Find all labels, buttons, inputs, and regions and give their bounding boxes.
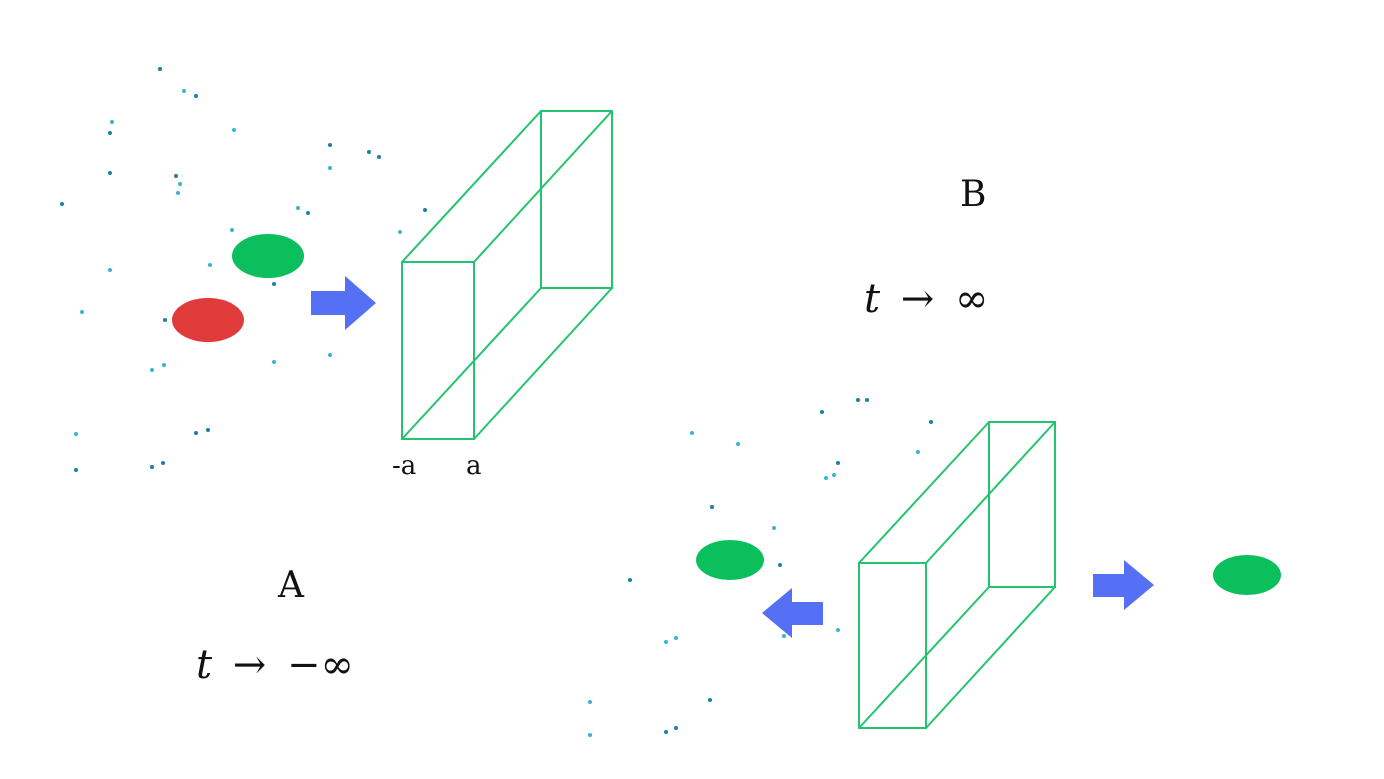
scatter-dot [158,67,162,71]
limit-value-b: ∞ [955,276,988,322]
scatter-dot [230,228,234,232]
scatter-dot [736,442,740,446]
scatter-dot [674,726,678,730]
scatter-dot [836,461,840,465]
scatter-dot [272,282,276,286]
barrier-left-label: -a [392,451,416,481]
scatter-dot [916,450,920,454]
scatter-dot [328,143,332,147]
scatter-dot [150,368,154,372]
green-particle-transmitted [1213,555,1281,595]
time-limit-a: t → −∞ [196,642,354,688]
scatter-dot [664,640,668,644]
scatter-dot [110,120,114,124]
scatter-dot [161,461,165,465]
scatter-dot [674,636,678,640]
barrier-box-a [401,110,613,440]
scatter-dot [206,428,210,432]
panel-a: -a a A t → −∞ [60,67,613,688]
scatter-dot [174,174,178,178]
scatter-dot [832,473,836,477]
scatter-dot [377,155,381,159]
scatter-dot [820,410,824,414]
scatter-dot [328,166,332,170]
scatter-dots-a [60,67,427,472]
panel-b: B t → ∞ [588,174,1281,737]
scatter-dot [929,420,933,424]
arrow-right-b [1093,560,1154,610]
green-particle-reflected [696,540,764,580]
scatter-dot [865,398,869,402]
scatter-dot [176,191,180,195]
scatter-dot [588,700,592,704]
scatter-dot [824,476,828,480]
scatter-dot [182,89,186,93]
scatter-dot [272,360,276,364]
arrow-symbol-b: → [901,276,935,322]
scatter-dot [108,131,112,135]
barrier-right-label: a [466,451,482,481]
arrow-left-b [762,588,823,638]
scatter-dot [74,432,78,436]
barrier-box-b [858,421,1056,729]
scatter-dot [208,263,212,267]
time-limit-b: t → ∞ [864,276,988,322]
scatter-dot [232,128,236,132]
scatter-dot [194,431,198,435]
scatter-dot [782,634,786,638]
scatter-dot [60,202,64,206]
scatter-dot [772,526,776,530]
scatter-dot [367,150,371,154]
scatter-dot [708,698,712,702]
time-var-b: t [864,276,881,322]
scatter-dot [108,171,112,175]
arrow-right-a [311,276,376,330]
scatter-dot [398,230,402,234]
red-particle-incoming [172,298,244,342]
panel-a-label: A [277,565,305,606]
scatter-dot [150,465,154,469]
scatter-dot [628,578,632,582]
scatter-dot [306,211,310,215]
scatter-dot [74,468,78,472]
scatter-dot [423,208,427,212]
scatter-dot [163,318,167,322]
panel-b-label: B [960,174,986,215]
scatter-dot [162,363,166,367]
scatter-dot [690,431,694,435]
scatter-dot [710,505,714,509]
scatter-dot [588,733,592,737]
scatter-dot [194,94,198,98]
green-particle-incoming [232,234,304,278]
scatter-dot [778,563,782,567]
scatter-dot [108,268,112,272]
scatter-dot [296,206,300,210]
scatter-dot [856,398,860,402]
limit-value-a: −∞ [287,642,354,688]
scatter-dot [80,310,84,314]
scatter-dot [178,182,182,186]
scatter-dot [836,628,840,632]
arrow-symbol-a: → [233,642,267,688]
time-var-a: t [196,642,213,688]
scatter-dot [328,353,332,357]
scatter-dots-b [588,398,933,737]
scatter-dot [664,730,668,734]
